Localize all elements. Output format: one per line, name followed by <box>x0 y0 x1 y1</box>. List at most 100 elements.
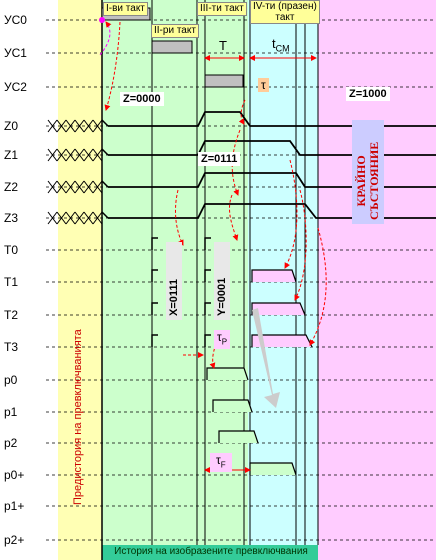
causal-arrow-4 <box>231 129 241 196</box>
start-arrow <box>99 21 112 56</box>
signal-label-6: Z3 <box>4 211 19 225</box>
z2-hatch <box>47 180 109 194</box>
p2-pulse <box>218 430 259 444</box>
z2-hatch-b <box>74 180 85 194</box>
history-label: История на изобразените превключвания <box>114 546 308 557</box>
signal-label-0: УС0 <box>4 13 27 27</box>
z0-hatch-b <box>47 119 58 133</box>
tau-p-sub: P <box>221 337 228 347</box>
z0-hatch-b <box>56 119 67 133</box>
t1-y-rise <box>204 269 211 282</box>
p1-pulse <box>212 399 253 413</box>
tau-p-label: τP <box>214 330 231 350</box>
tcm-label: tCM <box>272 37 290 56</box>
z3-hatch-edge <box>101 211 109 219</box>
z0-hatch-edge <box>101 119 109 127</box>
z3-hatch-b <box>47 211 58 225</box>
z2-hatch-b <box>56 180 67 194</box>
z3-wave <box>108 203 436 219</box>
z0-wave <box>108 111 436 127</box>
tact-4-label: IV-ти (празен) такт <box>250 0 320 24</box>
signal-label-11: p0 <box>4 373 18 387</box>
z3-hatch-b <box>83 211 94 225</box>
y-0001-label: Y=0001 <box>216 277 228 316</box>
signal-label-3: Z0 <box>4 119 19 133</box>
signal-label-4: Z1 <box>4 148 19 162</box>
t2-x-rise <box>151 302 158 315</box>
z1-hatch-b <box>65 148 76 162</box>
tcm-sub: CM <box>275 43 290 54</box>
tau-f-base: τ <box>216 453 221 467</box>
p0-pulse <box>206 367 249 381</box>
tact-4-label-line1: IV-ти (празен) <box>253 1 317 12</box>
z1-hatch-b <box>92 148 103 162</box>
causal-arrow-5 <box>284 159 298 269</box>
z1-hatch-b <box>56 148 67 162</box>
z-0000-label: Z=0000 <box>120 92 164 106</box>
t2-pulse <box>251 302 306 316</box>
z3-hatch-b <box>65 211 76 225</box>
z1-hatch-b <box>83 148 94 162</box>
signal-label-8: T1 <box>4 275 19 289</box>
z1-hatch-b <box>74 148 85 162</box>
z2-hatch-b <box>92 180 103 194</box>
final-state-zone <box>318 0 436 560</box>
z2-hatch-b <box>47 180 58 194</box>
x-0111-label: X=0111 <box>168 278 180 316</box>
history-bar <box>102 545 318 560</box>
signal-label-7: T0 <box>4 243 19 257</box>
z0-hatch-b <box>92 119 103 133</box>
tact-1-label: I-ви такт <box>103 2 148 16</box>
signal-label-14: p0+ <box>4 468 25 482</box>
tcm-base: t <box>272 36 276 51</box>
causal-arrow-3 <box>229 194 239 241</box>
signal-label-9: T2 <box>4 308 19 322</box>
z3-hatch-b <box>74 211 85 225</box>
z1-hatch-b <box>47 148 58 162</box>
z1-wave <box>108 140 436 156</box>
tau-p-base: τ <box>217 330 222 344</box>
tau-label: τ <box>258 78 269 92</box>
final-state-box <box>352 120 384 224</box>
t0-x-rise <box>151 237 158 250</box>
signal-label-1: УС1 <box>4 46 27 60</box>
z0-hatch-b <box>65 119 76 133</box>
z3-hatch-b <box>56 211 67 225</box>
signal-label-16: p2+ <box>4 533 25 547</box>
final-state-line2: СЪСТОЯНИЕ <box>367 141 381 220</box>
z1-hatch-edge <box>101 148 109 156</box>
tact-4-label-line2: такт <box>275 12 295 23</box>
z3-hatch-b <box>92 211 103 225</box>
z3-hatch <box>47 211 109 225</box>
t1-x-rise <box>151 269 158 282</box>
causal-arrow-1 <box>238 99 246 125</box>
us2-pulse <box>204 74 244 88</box>
z0-hatch <box>47 119 109 133</box>
signal-label-12: p1 <box>4 405 18 419</box>
x-label-box <box>166 242 182 320</box>
us1-pulse <box>151 40 193 54</box>
p0plus-pulse <box>249 462 297 476</box>
tact-3-label: III-ти такт <box>197 2 247 16</box>
signal-label-5: Z2 <box>4 180 19 194</box>
signal-label-10: T3 <box>4 340 19 354</box>
t3-y-rise <box>204 334 211 347</box>
z-0111-label: Z=0111 <box>198 152 241 166</box>
y-label-box <box>214 242 230 320</box>
propagation-arrow <box>252 308 280 408</box>
t3-x-rise <box>151 334 158 347</box>
tact-2-label: II-ри такт <box>151 24 199 38</box>
z2-hatch-edge <box>101 180 109 188</box>
signal-label-2: УС2 <box>4 80 27 94</box>
z2-wave <box>108 172 436 188</box>
final-state-label: КРАЙНО СЪСТОЯНИЕ <box>354 141 381 220</box>
signal-label-13: p2 <box>4 436 18 450</box>
causal-arrow-6 <box>294 189 307 301</box>
start-dot <box>99 17 105 23</box>
waveforms <box>47 7 436 476</box>
prehistory-label: Предистория на превключванията <box>72 329 84 505</box>
causal-arrow-2 <box>175 189 184 246</box>
causal-arrow-7 <box>309 227 327 346</box>
final-state-line1: КРАЙНО <box>354 155 368 207</box>
